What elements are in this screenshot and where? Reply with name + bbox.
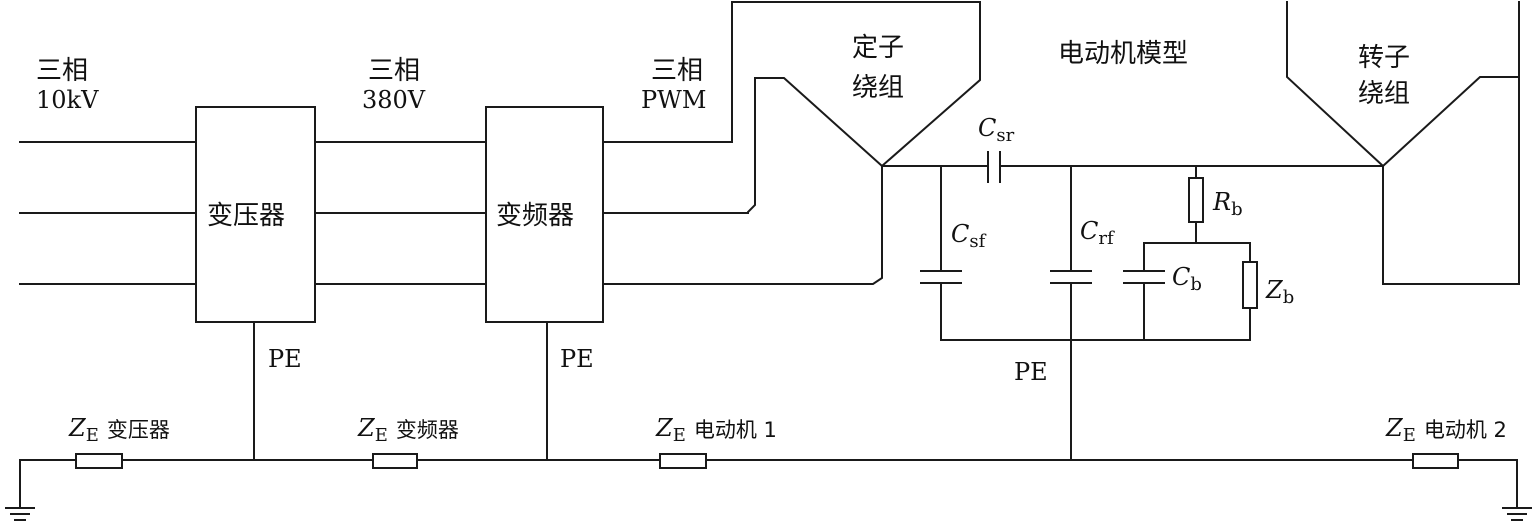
- mid-voltage-lines: [314, 141, 487, 285]
- ground-symbol-left: [5, 459, 35, 521]
- zb-label: Zb: [1265, 276, 1294, 308]
- pe-motor-label: PE: [1014, 358, 1048, 386]
- ground-symbol-right: [1502, 459, 1532, 521]
- rotor-label-line1: 转子: [1358, 43, 1410, 73]
- transformer-block: [195, 106, 316, 323]
- stator-label-line1: 定子: [852, 33, 904, 63]
- mid-phase-label: 三相: [368, 56, 420, 86]
- pe-transformer-label: PE: [268, 345, 302, 373]
- crf-capacitor: [1050, 165, 1092, 461]
- transformer-label: 变压器: [207, 201, 285, 231]
- rotor-label-line2: 绕组: [1358, 79, 1410, 109]
- inverter-block: [485, 106, 604, 323]
- stator-rotor-wire: [881, 76, 1520, 285]
- ground-bus: [19, 453, 1518, 469]
- out-type-label: PWM: [641, 86, 706, 114]
- crf-label: Crf: [1080, 217, 1115, 249]
- mid-voltage-label: 380V: [362, 86, 426, 114]
- pe-connections: [253, 321, 548, 461]
- input-phase-label: 三相: [36, 56, 88, 86]
- csf-label: Csf: [951, 220, 987, 252]
- motor-model-title: 电动机模型: [1058, 39, 1188, 69]
- input-voltage-label: 10kV: [36, 86, 99, 114]
- out-phase-label: 三相: [651, 56, 703, 86]
- pe-inverter-label: PE: [560, 345, 594, 373]
- inverter-label: 变频器: [496, 201, 574, 231]
- rb-label: Rb: [1212, 188, 1243, 220]
- stator-label-line2: 绕组: [852, 73, 904, 103]
- pwm-output-lines: [602, 1, 981, 285]
- csf-capacitor: [920, 165, 962, 341]
- input-three-phase-lines: [19, 141, 197, 285]
- csr-label: Csr: [978, 114, 1015, 146]
- bearing-model: [940, 165, 1258, 341]
- rotor-winding-outline: [1286, 1, 1520, 168]
- cb-label: Cb: [1172, 263, 1202, 295]
